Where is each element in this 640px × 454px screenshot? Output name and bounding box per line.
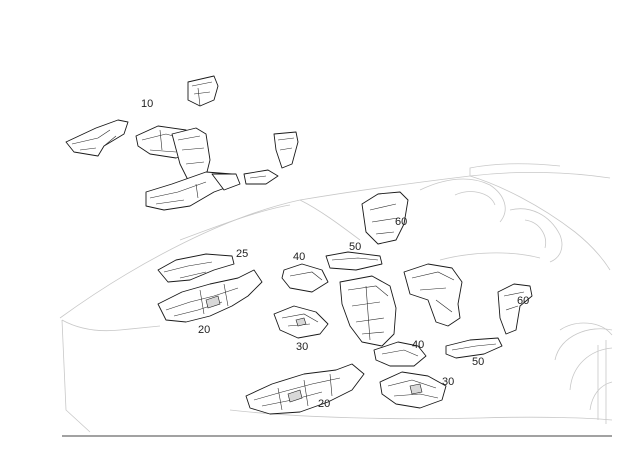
callout-20-lower: 20: [318, 398, 330, 410]
callout-20-left: 20: [198, 324, 210, 336]
part-40-lower-bracket: [373, 341, 427, 367]
callout-10: 10: [141, 98, 153, 110]
part-60-right-pillar: [497, 283, 533, 335]
callout-30-right: 30: [442, 376, 454, 388]
part-50-upper-rail: [325, 251, 383, 271]
part-40-upper-bracket: [281, 263, 329, 293]
part-30-right-crossmember: [379, 371, 447, 409]
center-tunnel-assembly: [339, 263, 463, 347]
car-body-outline: [59, 163, 613, 433]
part-10-front-floor-group: [65, 75, 299, 211]
callout-60-right: 60: [517, 295, 529, 307]
callout-50-lower: 50: [472, 356, 484, 368]
part-50-lower-rail: [445, 337, 503, 359]
callout-60-upper: 60: [395, 216, 407, 228]
part-20-left-floor-pan: [157, 269, 263, 323]
part-60-upper-pillar: [361, 191, 409, 245]
callout-50-upper: 50: [349, 241, 361, 253]
callout-40-upper: 40: [293, 251, 305, 263]
part-25-panel: [157, 253, 235, 283]
callout-30-left: 30: [296, 341, 308, 353]
part-20-lower-floor-pan: [245, 363, 365, 415]
callout-40-lower: 40: [412, 339, 424, 351]
part-30-left-crossmember: [273, 305, 329, 339]
callout-25: 25: [236, 248, 248, 260]
